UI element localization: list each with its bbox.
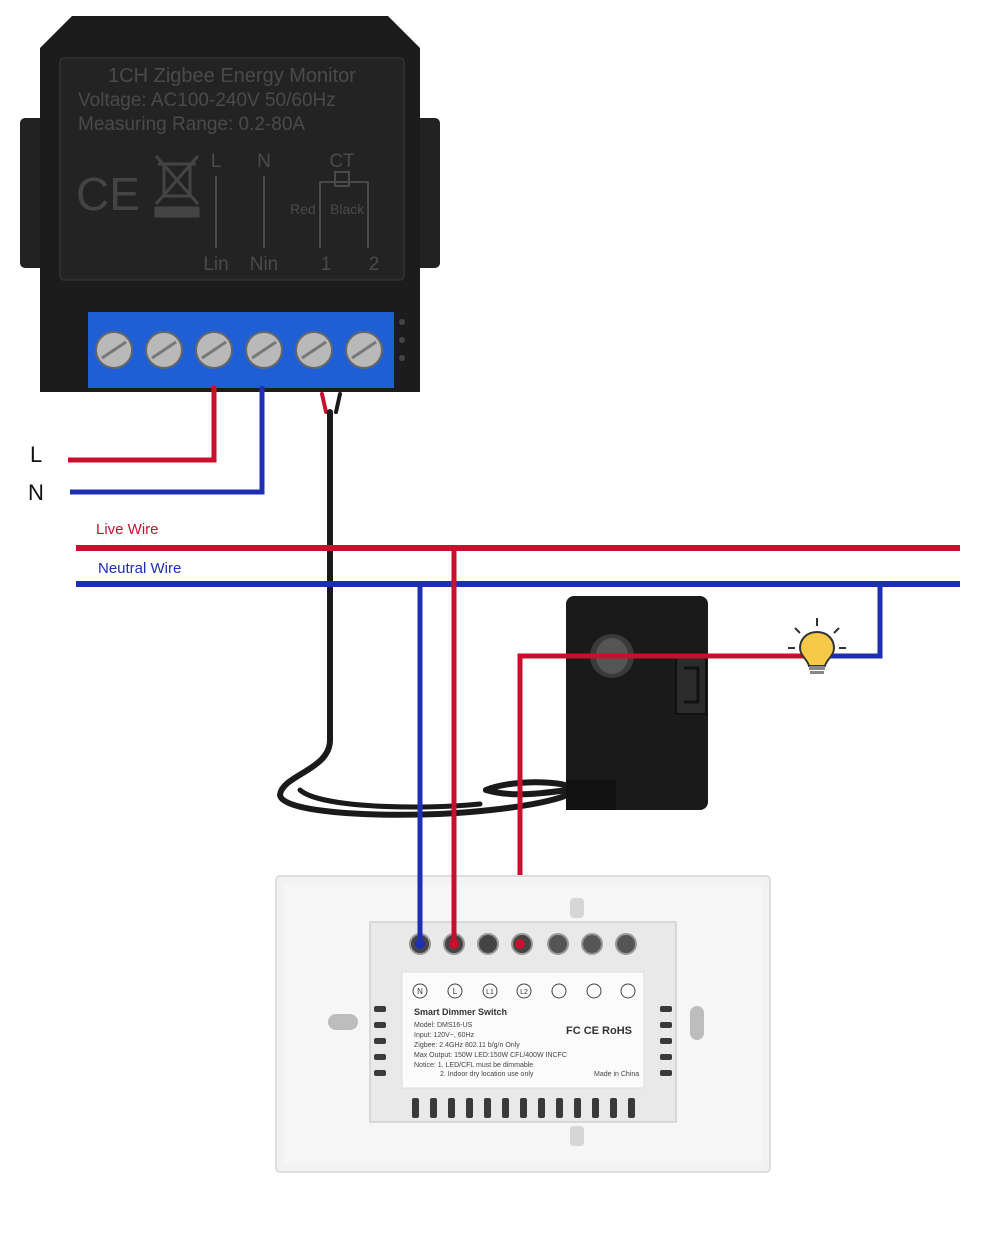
- monitor-lin: Lin: [203, 254, 228, 275]
- monitor-range: Measuring Range: 0.2-80A: [78, 114, 305, 135]
- monitor-nin: Nin: [250, 254, 279, 275]
- load-neutral-wire: [830, 584, 883, 659]
- dimmer-input: Input: 120V~, 60Hz: [414, 1032, 475, 1039]
- dimmer-model: Model: DMS16-US: [414, 1022, 473, 1029]
- monitor-title: 1CH Zigbee Energy Monitor: [108, 65, 356, 87]
- monitor-term-ct: CT: [329, 151, 355, 172]
- live-wire-label: Live Wire: [96, 521, 159, 538]
- dimmer-switch: N L L1 L2 Smart Dimmer Switch Model: DMS…: [275, 875, 771, 1173]
- supply-neutral-label: N: [28, 480, 44, 505]
- dimmer-certifications: FC CE RoHS: [566, 1025, 632, 1037]
- monitor-terminal-block: [88, 312, 394, 388]
- plate-screw-slot-right: [690, 1006, 704, 1040]
- ct-cable: [276, 392, 603, 818]
- dimmer-term-n: N: [417, 987, 423, 996]
- light-bulb-icon: [788, 618, 846, 674]
- ct-black-label: Black: [330, 201, 365, 217]
- dimmer-bottom-vents: [412, 1098, 635, 1118]
- dimmer-term-l1: L1: [486, 989, 494, 996]
- load-wires: [517, 584, 883, 942]
- dimmer-zigbee: Zigbee: 2.4GHz 802.11 b/g/n Only: [414, 1042, 520, 1049]
- dimmer-made-in: Made in China: [594, 1071, 639, 1078]
- ct-red-label: Red: [290, 201, 316, 217]
- supply-neutral-wire: [70, 386, 265, 495]
- monitor-t1: 1: [321, 254, 332, 275]
- dimmer-name: Smart Dimmer Switch: [414, 1007, 507, 1017]
- dimmer-notice-1: Notice: 1. LED/CFL must be dimmable: [414, 1062, 533, 1069]
- monitor-voltage: Voltage: AC100-240V 50/60Hz: [78, 90, 336, 111]
- dimmer-feed-wires: [415, 548, 525, 949]
- dimmer-notice-2: 2. Indoor dry location use only: [440, 1071, 534, 1078]
- dimmer-term-l2: L2: [520, 989, 528, 996]
- monitor-screws: [95, 331, 383, 369]
- supply-wires: [68, 386, 265, 495]
- monitor-t2: 2: [369, 254, 380, 275]
- weee-bin-icon: [154, 155, 200, 218]
- supply-live-label: L: [30, 442, 42, 467]
- dimmer-term-l: L: [453, 987, 458, 996]
- dimmer-max-output: Max Output: 150W LED:150W CFL/400W INCFC: [414, 1052, 567, 1059]
- neutral-wire-label: Neutral Wire: [98, 560, 181, 577]
- supply-live-wire: [68, 386, 217, 463]
- monitor-term-l: L: [211, 151, 222, 172]
- ct-clamp: [566, 596, 708, 810]
- load-live-wire: [517, 653, 706, 942]
- dimmer-label: [401, 971, 645, 1089]
- bus-wires: [76, 545, 960, 587]
- dimmer-side-vents: [374, 1006, 672, 1076]
- plate-screw-slot-left: [328, 1014, 358, 1030]
- ce-mark: CE: [76, 168, 140, 220]
- monitor-label-area: [59, 57, 405, 281]
- monitor-term-n: N: [257, 151, 271, 172]
- energy-monitor: 1CH Zigbee Energy Monitor Voltage: AC100…: [20, 16, 440, 392]
